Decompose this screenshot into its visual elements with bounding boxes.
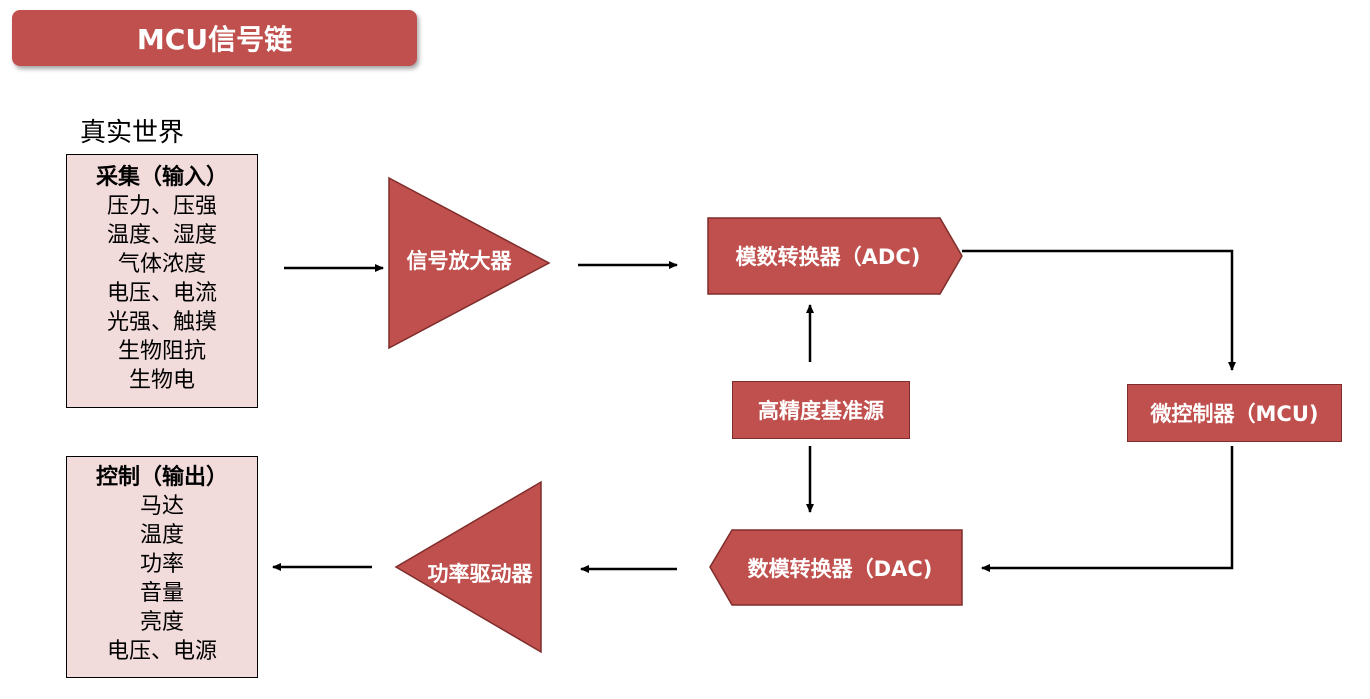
mcu-block: 微控制器（MCU): [1127, 384, 1342, 442]
input-item: 生物阻抗: [117, 339, 206, 364]
adc-shape: [707, 217, 963, 295]
output-item: 亮度: [139, 610, 184, 635]
input-item: 光强、触摸: [106, 310, 217, 335]
output-item: 马达: [139, 494, 184, 519]
adc-label: 模数转换器（ADC): [735, 245, 921, 269]
output-item: 电压、电源: [106, 639, 217, 664]
output-title: 控制（输出）: [95, 465, 228, 490]
amplifier-shape: [388, 176, 551, 350]
arrow-mcu-to-dac: [981, 446, 1234, 572]
arrow-adc-to-mcu: [962, 249, 1236, 371]
page-title: MCU信号链: [12, 10, 417, 66]
input-item: 温度、湿度: [106, 223, 217, 248]
input-box: 采集（输入） 压力、压强 温度、湿度 气体浓度 电压、电流 光强、触摸 生物阻抗…: [66, 154, 258, 408]
input-item: 生物电: [128, 368, 195, 393]
dac-shape: [709, 529, 963, 606]
output-item: 功率: [139, 552, 184, 577]
driver-label: 功率驱动器: [427, 562, 533, 586]
input-item: 气体浓度: [117, 252, 206, 277]
input-title: 采集（输入）: [95, 165, 228, 190]
driver-shape: [394, 480, 542, 654]
input-item: 电压、电流: [106, 281, 217, 306]
dac-label: 数模转换器（DAC): [747, 557, 933, 581]
output-box: 控制（输出） 马达 温度 功率 音量 亮度 电压、电源: [66, 456, 258, 678]
output-item: 温度: [139, 523, 184, 548]
amplifier-label: 信号放大器: [406, 249, 512, 273]
output-item: 音量: [139, 581, 184, 606]
reference-block: 高精度基准源: [732, 381, 910, 439]
input-item: 压力、压强: [106, 194, 217, 219]
real-world-label: 真实世界: [80, 118, 185, 148]
